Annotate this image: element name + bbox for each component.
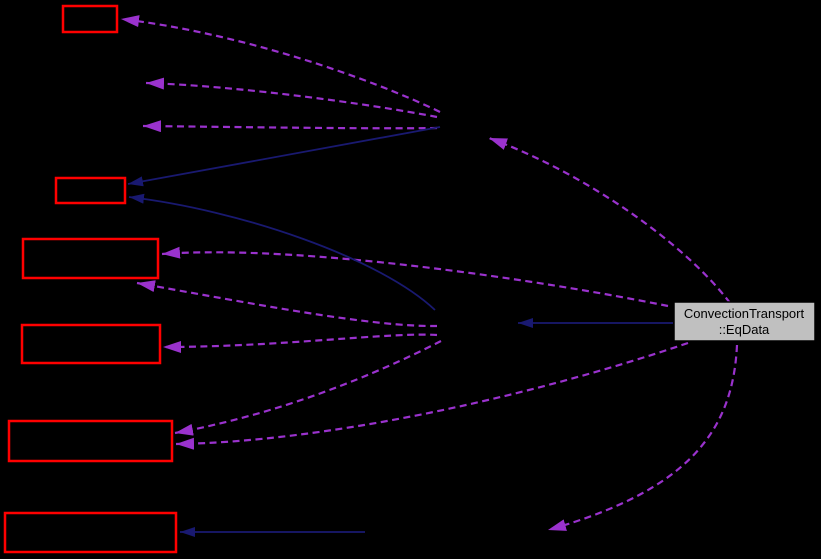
usage-edge-eqdata-to-junction1 [488,136,731,304]
usage-edge-junction2-to-node3-bottom [136,280,438,328]
class-node-truncated-3[interactable] [21,237,160,280]
inherit-edge-junction1-to-node2-upper [127,126,441,187]
usage-edge-eqdata-to-node5-lower [175,341,689,450]
class-node-truncated-4[interactable] [20,323,162,365]
main-class-node: ConvectionTransport ::EqData [673,301,816,342]
usage-edge-junction2-to-node5-upper [174,340,442,436]
usage-edge-junction2-to-node4 [162,333,438,353]
class-node-truncated-1[interactable] [61,4,119,34]
usage-edge-eqdata-to-node3 [161,246,669,308]
class-node-truncated-6[interactable] [3,511,178,554]
usage-edge-to-hidden-lower [142,120,438,133]
main-class-node-label-line2: ::EqData [719,322,770,337]
usage-edge-to-hidden-upper [145,77,438,119]
main-class-node-label-line1: ConvectionTransport [684,306,805,321]
class-node-truncated-5[interactable] [7,419,174,463]
class-node-truncated-2[interactable] [54,176,127,205]
main-class-node-box [673,301,816,342]
usage-edge-to-node1 [120,15,441,113]
inherit-edge-junction2-to-node2-lower [128,193,436,311]
usage-edge-eqdata-to-hidden-bottom [547,344,739,532]
